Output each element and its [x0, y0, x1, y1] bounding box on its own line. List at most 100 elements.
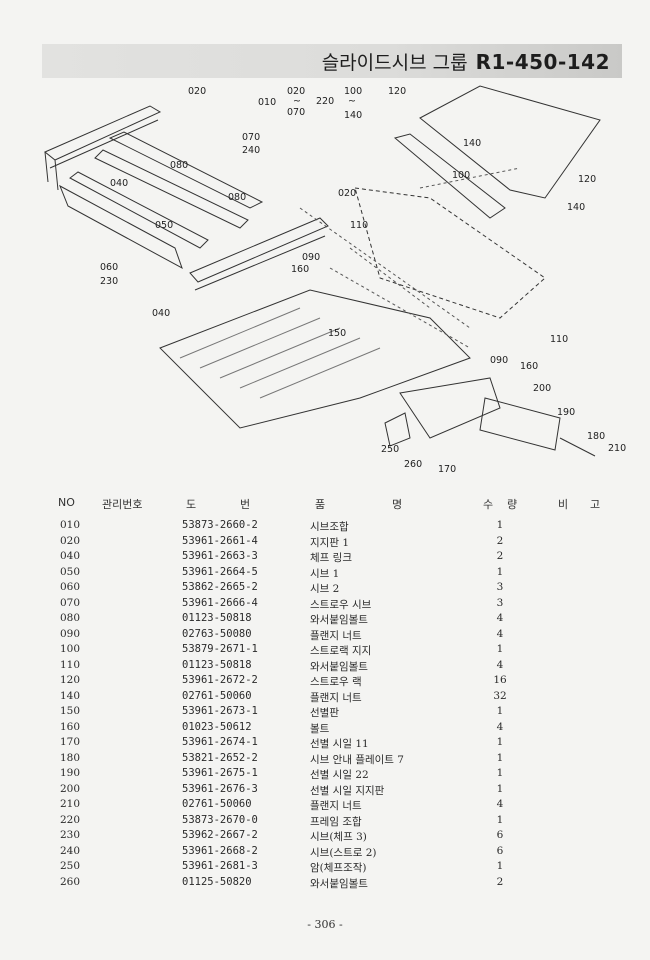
callout-020: 020	[188, 86, 206, 97]
quantity-cell: 2	[496, 550, 504, 562]
header-item-2: 명	[392, 498, 403, 511]
quantity-cell: 4	[496, 720, 504, 733]
part-name-cell: 선별판	[310, 707, 339, 719]
part-no-cell: 160	[60, 720, 81, 733]
callout-020c: 020	[338, 188, 356, 199]
quantity-cell: 6	[496, 829, 504, 841]
quantity-cell: 1	[496, 565, 504, 578]
part-name-cell: 스트로우 시브	[310, 598, 372, 611]
part-name-cell: 시브 2	[310, 583, 340, 595]
part-no-cell: 120	[60, 674, 81, 686]
part-number-cell: 01123-50818	[182, 612, 252, 624]
leader-line	[299, 207, 471, 329]
callout-080: 080	[170, 160, 188, 171]
plate-ribs	[179, 307, 381, 399]
part-no-cell: 220	[60, 813, 81, 826]
part-name-cell: 스트로우 랙	[310, 676, 362, 688]
callout-220: 220	[316, 96, 334, 107]
header-qty-1: 수	[483, 498, 494, 511]
quantity-cell: 4	[496, 658, 504, 671]
part-name-cell: 와서붙임볼트	[310, 877, 368, 890]
straw-rack-support-100	[393, 133, 506, 219]
quantity-cell: 3	[496, 581, 504, 593]
part-number-cell: 53961-2664-5	[182, 565, 258, 578]
part-no-cell: 010	[60, 519, 81, 531]
callout-160: 160	[291, 264, 309, 275]
part-number-cell: 53879-2671-1	[182, 643, 258, 655]
callout-140b: 140	[463, 138, 481, 149]
quantity-cell: 1	[496, 860, 504, 872]
part-number-cell: 02761-50060	[182, 798, 252, 810]
header-no: NO	[58, 496, 75, 509]
callout-040: 040	[110, 178, 128, 189]
part-number-cell: 53961-2674-1	[182, 736, 258, 748]
part-name-cell: 체프 링크	[310, 552, 352, 564]
part-name-cell: 시브 안내 플레이트 7	[310, 753, 404, 766]
frame-rail-lower	[189, 217, 329, 283]
part-number-cell: 53873-2670-0	[182, 813, 258, 826]
callout-110b: 110	[550, 334, 568, 345]
part-no-cell: 100	[60, 643, 81, 655]
callout-040b: 040	[152, 308, 170, 319]
callout-160b: 160	[520, 361, 538, 372]
part-number-cell: 53961-2672-2	[182, 674, 258, 686]
diagram-drawing: 020 010 020 ~ 070 220 100 ~ 140 120 070 …	[44, 85, 626, 475]
part-name-cell: 와서붙임볼트	[310, 614, 368, 626]
header-remark-2: 고	[590, 498, 601, 511]
part-no-cell: 020	[60, 534, 81, 547]
part-name-cell: 시브(스트로 2)	[310, 846, 377, 859]
part-name-cell: 와서붙임볼트	[310, 660, 368, 673]
seal-170	[399, 377, 501, 439]
part-no-cell: 070	[60, 596, 81, 609]
quantity-cell: 4	[496, 627, 504, 640]
part-number-cell: 53961-2661-4	[182, 534, 258, 547]
part-name-cell: 플랜지 너트	[310, 691, 362, 704]
part-no-cell: 180	[60, 751, 81, 764]
part-no-cell: 260	[60, 875, 81, 888]
part-name-cell: 플랜지 너트	[310, 629, 362, 642]
part-number-cell: 02763-50080	[182, 627, 252, 640]
header-item-1: 품	[315, 498, 326, 511]
part-no-cell: 240	[60, 844, 81, 857]
quantity-cell: 1	[496, 736, 504, 748]
quantity-cell: 32	[493, 689, 507, 702]
part-number-cell: 53821-2652-2	[182, 751, 258, 764]
parts-table-header: NO 관리번호 도 번 품 명 수 량 비 고	[0, 496, 650, 514]
arm-250	[384, 412, 411, 447]
callout-240: 240	[242, 145, 260, 156]
callout-140: 140	[344, 110, 362, 121]
callout-070: 070	[287, 107, 305, 118]
part-name-cell: 선별 시일 지지판	[310, 784, 385, 797]
callout-230: 230	[100, 276, 118, 287]
part-number-cell: 53862-2665-2	[182, 581, 258, 593]
callout-020b: 020	[287, 86, 305, 97]
part-number-cell: 02761-50060	[182, 689, 252, 702]
part-number-cell: 53961-2676-3	[182, 782, 258, 795]
quantity-cell: 6	[496, 844, 504, 857]
callout-090b: 090	[490, 355, 508, 366]
part-name-cell: 플랜지 너트	[310, 800, 362, 812]
part-name-cell: 선별 시일 11	[310, 738, 369, 750]
callout-170: 170	[438, 464, 456, 475]
quantity-cell: 4	[496, 612, 504, 624]
callout-tilde: ~	[293, 96, 301, 107]
